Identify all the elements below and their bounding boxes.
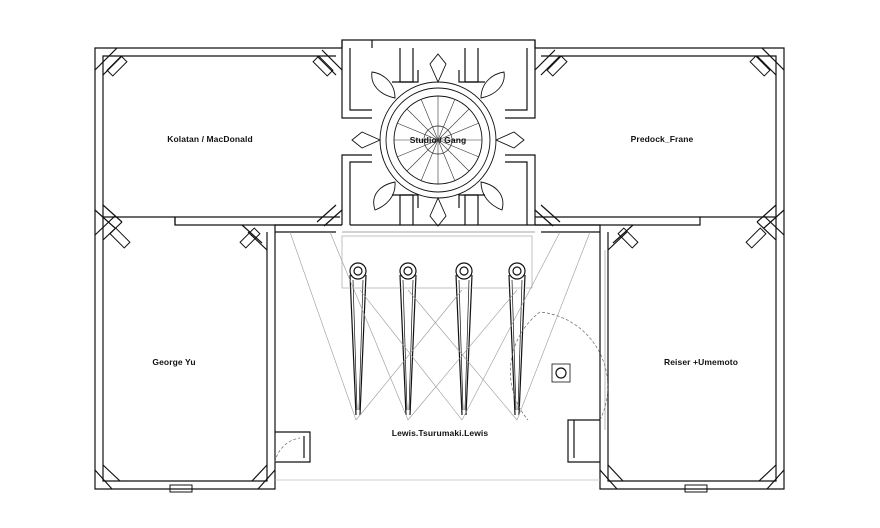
wall-vents [106, 55, 771, 493]
room-label-center: Studio / Gang [409, 135, 467, 145]
rosette-ornament [351, 53, 525, 227]
studio-block [341, 40, 536, 233]
door-bottom-left [274, 431, 311, 463]
outer-walls [94, 39, 785, 490]
projection-lines [289, 231, 591, 421]
room-label-top-right: Predock_Frane [630, 134, 694, 144]
corner-chamfers [94, 47, 785, 490]
room-label-bottom-right: Reiser +Umemoto [663, 357, 739, 367]
sculpture-fins [349, 262, 526, 416]
room-label-top-left: Kolatan / MacDonald [167, 134, 253, 144]
room-label-bottom-center: Lewis.Tsurumaki.Lewis [391, 428, 489, 438]
partition-walls [103, 216, 776, 233]
room-label-bottom-left: George Yu [152, 357, 196, 367]
door-swing-right [510, 250, 609, 463]
